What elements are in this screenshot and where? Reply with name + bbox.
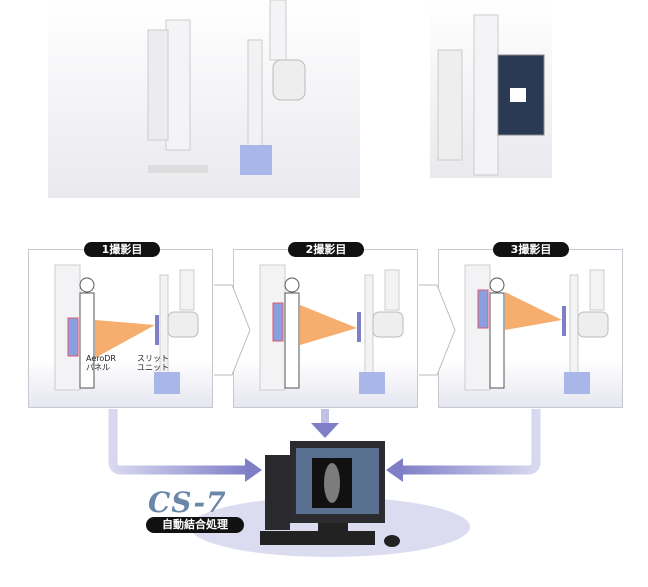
auto-stitch-label: 自動結合処理 — [146, 517, 244, 533]
slit-unit-label: スリット ユニット — [137, 354, 169, 372]
detector-illustration — [437, 14, 545, 176]
cs7-logo: CS-7 — [148, 486, 227, 519]
step-label-3: 3撮影目 — [493, 242, 569, 257]
step-2-scene — [259, 264, 404, 394]
label-line: スリット — [137, 354, 169, 363]
arrow-head-icon — [311, 423, 339, 438]
arrow-head-icon — [245, 458, 262, 482]
pc-tower — [265, 455, 290, 530]
arrow-head-icon — [386, 458, 403, 482]
product-photo-detector — [430, 0, 552, 178]
step-1-scene — [54, 264, 199, 394]
product-photo-system — [48, 0, 360, 198]
chevron-arrow-icon — [419, 284, 456, 376]
equipment-illustration — [147, 0, 306, 175]
mouse — [384, 535, 400, 547]
label-line: ユニット — [137, 363, 169, 372]
step-3-scene — [464, 264, 609, 394]
keyboard — [260, 531, 375, 545]
label-line: パネル — [86, 363, 110, 372]
chevron-arrow-icon — [214, 284, 251, 376]
label-line: AeroDR — [86, 354, 116, 363]
flow-arrow-left — [108, 409, 248, 475]
flow-arrow-right — [400, 409, 541, 475]
step-label-1: 1撮影目 — [84, 242, 160, 257]
step-label-2: 2撮影目 — [288, 242, 364, 257]
aerodr-panel-label: AeroDR パネル — [86, 354, 116, 372]
